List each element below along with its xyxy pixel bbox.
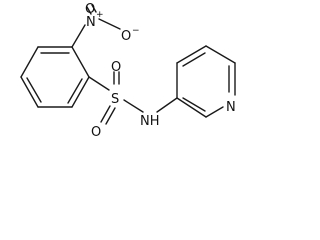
sulfonyl-group (88, 71, 144, 125)
nitro-oxygen-minus-label: O (121, 29, 131, 44)
nitro-oxygen-charge: − (132, 26, 140, 36)
pyridine-ring (176, 45, 236, 118)
nh-pyridine-bond (156, 97, 178, 113)
nitro-oxygen-top-label: O (85, 2, 95, 17)
sulfonyl-oxygen-top-label: O (111, 60, 121, 75)
sulfonyl-oxygen-bottom-label: O (91, 125, 101, 140)
nitro-nitrogen-charge: + (96, 10, 104, 20)
nitro-nitrogen-label: N (86, 15, 96, 30)
pyridine-nitrogen-label: N (226, 100, 236, 115)
benzene-ring (20, 46, 90, 108)
chemical-structure: N + O O − S O O NH N (20, 2, 236, 140)
nitro-group (71, 4, 121, 48)
sulfur-label: S (111, 92, 119, 107)
amide-nh-label: NH (140, 114, 160, 129)
